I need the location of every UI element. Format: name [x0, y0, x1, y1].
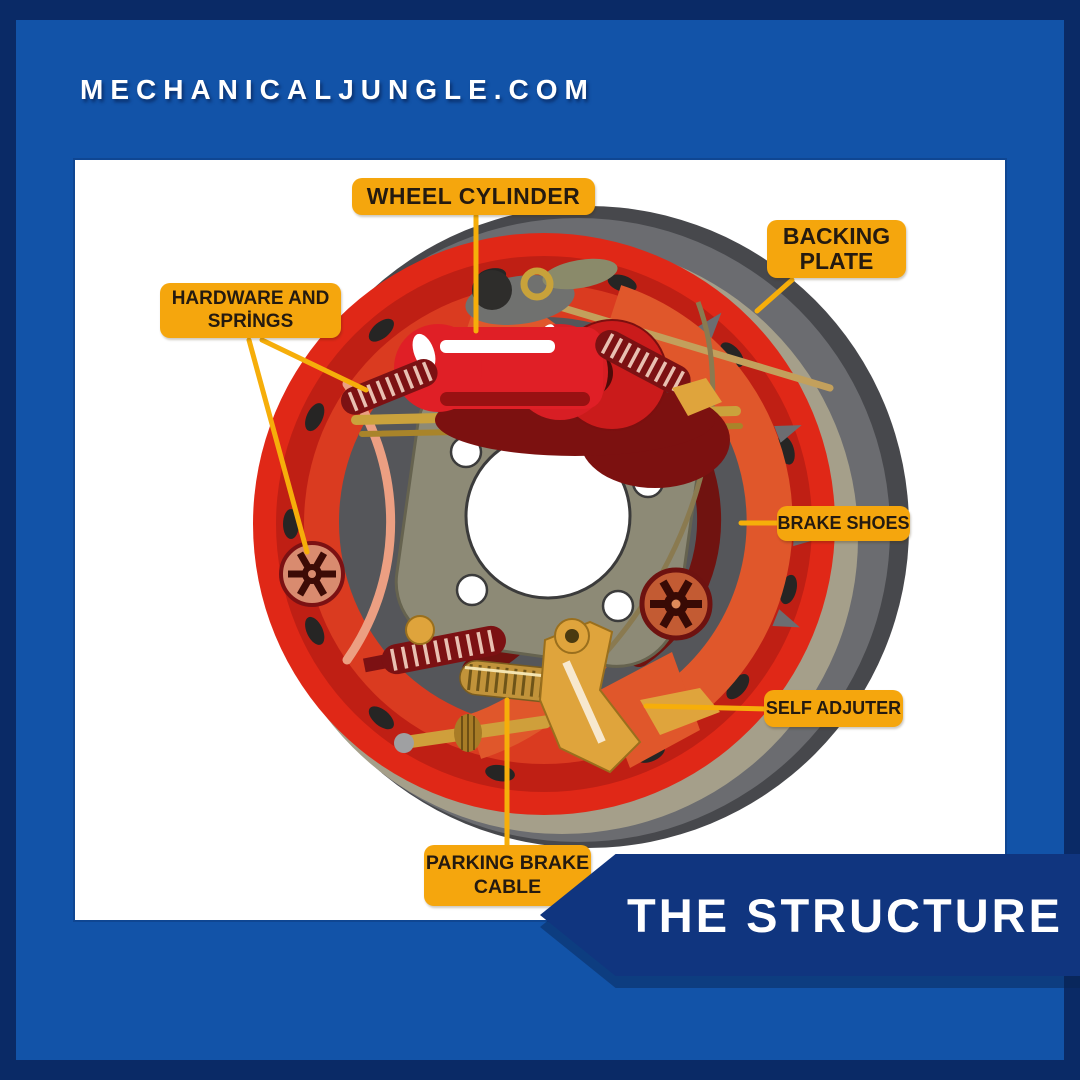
- label-pointer-lines: [246, 213, 795, 849]
- label-backing-plate: BACKING PLATE: [767, 220, 906, 278]
- label-parking-brake-cable: PARKING BRAKE CABLE: [424, 845, 591, 906]
- wheel-cylinder-part: [394, 319, 730, 488]
- return-spring-upper-left: [340, 359, 438, 415]
- pointer-hardware-pin: [246, 337, 310, 555]
- label-brake-shoes: BRAKE SHOES: [777, 506, 910, 541]
- label-hardware-and-springs: HARDWARE AND SPRİNGS: [160, 283, 341, 338]
- return-spring-lower-left: [362, 625, 506, 675]
- pointer-hardware-spring: [259, 337, 369, 393]
- anchor-block: [465, 258, 618, 325]
- pointer-self-adjuter: [643, 703, 769, 712]
- return-spring-upper-right: [595, 330, 691, 395]
- hold-down-pin-left: [279, 541, 345, 607]
- hold-down-pin-right: [639, 567, 713, 641]
- upper-link-rod: [516, 291, 834, 392]
- pointer-backing-plate: [754, 277, 795, 314]
- banner-title: THE STRUCTURE: [627, 888, 1063, 942]
- self-adjuster-hardware: [394, 378, 722, 774]
- site-title: MECHANICALJUNGLE.COM: [80, 74, 595, 105]
- label-self-adjuter: SELF ADJUTER: [764, 690, 903, 727]
- title-banner: THE STRUCTURE: [540, 854, 1080, 976]
- label-wheel-cylinder: WHEEL CYLINDER: [352, 178, 595, 215]
